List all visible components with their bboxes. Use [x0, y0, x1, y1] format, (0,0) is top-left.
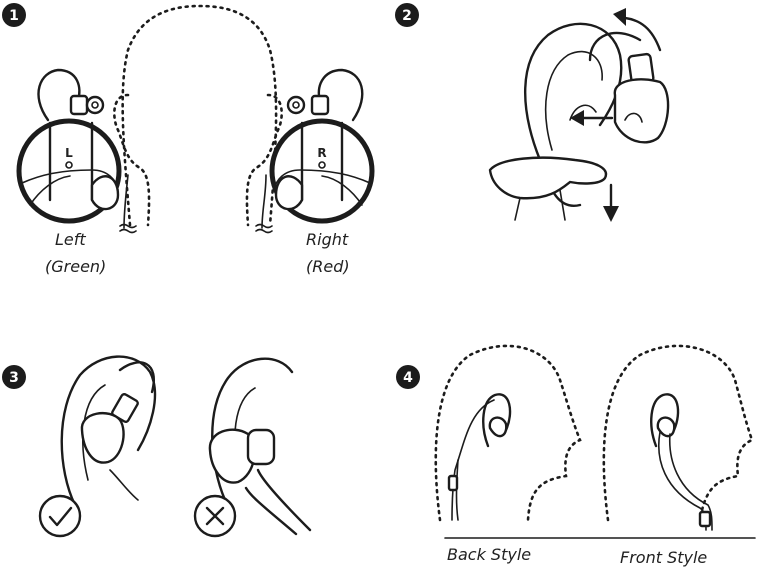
pull-down-arrow-icon [603, 206, 619, 222]
step-3-number: 3 [9, 370, 19, 386]
step-4-number: 4 [403, 370, 413, 386]
rotate-arrow-icon [613, 8, 626, 26]
step-2-number: 2 [402, 8, 412, 24]
head-outline-front [123, 6, 276, 225]
front-style-head [604, 346, 752, 530]
hand-pulling-earlobe [490, 158, 606, 220]
step-1-panel: 1 L Left (Green) [2, 3, 372, 276]
correct-fit-ear [62, 357, 155, 505]
right-marker-letter: R [317, 146, 326, 160]
front-style-label: Front Style [620, 548, 707, 567]
right-label: Right [306, 230, 349, 249]
step-1-number: 1 [9, 8, 19, 24]
right-earphone-step2 [590, 33, 668, 142]
step-4-badge: 4 [396, 365, 420, 389]
right-zoom-circle: R [272, 121, 372, 221]
wrong-badge [195, 496, 235, 536]
step-3-panel: 3 [2, 357, 310, 536]
step-3-badge: 3 [2, 365, 26, 389]
step-2-badge: 2 [395, 3, 419, 27]
step-2-panel: 2 [395, 3, 668, 222]
right-color-label: (Red) [306, 257, 350, 276]
back-style-label: Back Style [447, 545, 531, 564]
step-4-panel: 4 Back Style Front Style [396, 346, 755, 567]
back-style-head [436, 346, 580, 520]
left-color-label: (Green) [45, 257, 106, 276]
left-zoom-circle: L [19, 121, 119, 221]
step-1-badge: 1 [2, 3, 26, 27]
insert-arrow-icon [570, 110, 584, 126]
correct-badge [40, 496, 80, 536]
left-label: Left [55, 230, 86, 249]
left-marker-letter: L [65, 146, 73, 160]
